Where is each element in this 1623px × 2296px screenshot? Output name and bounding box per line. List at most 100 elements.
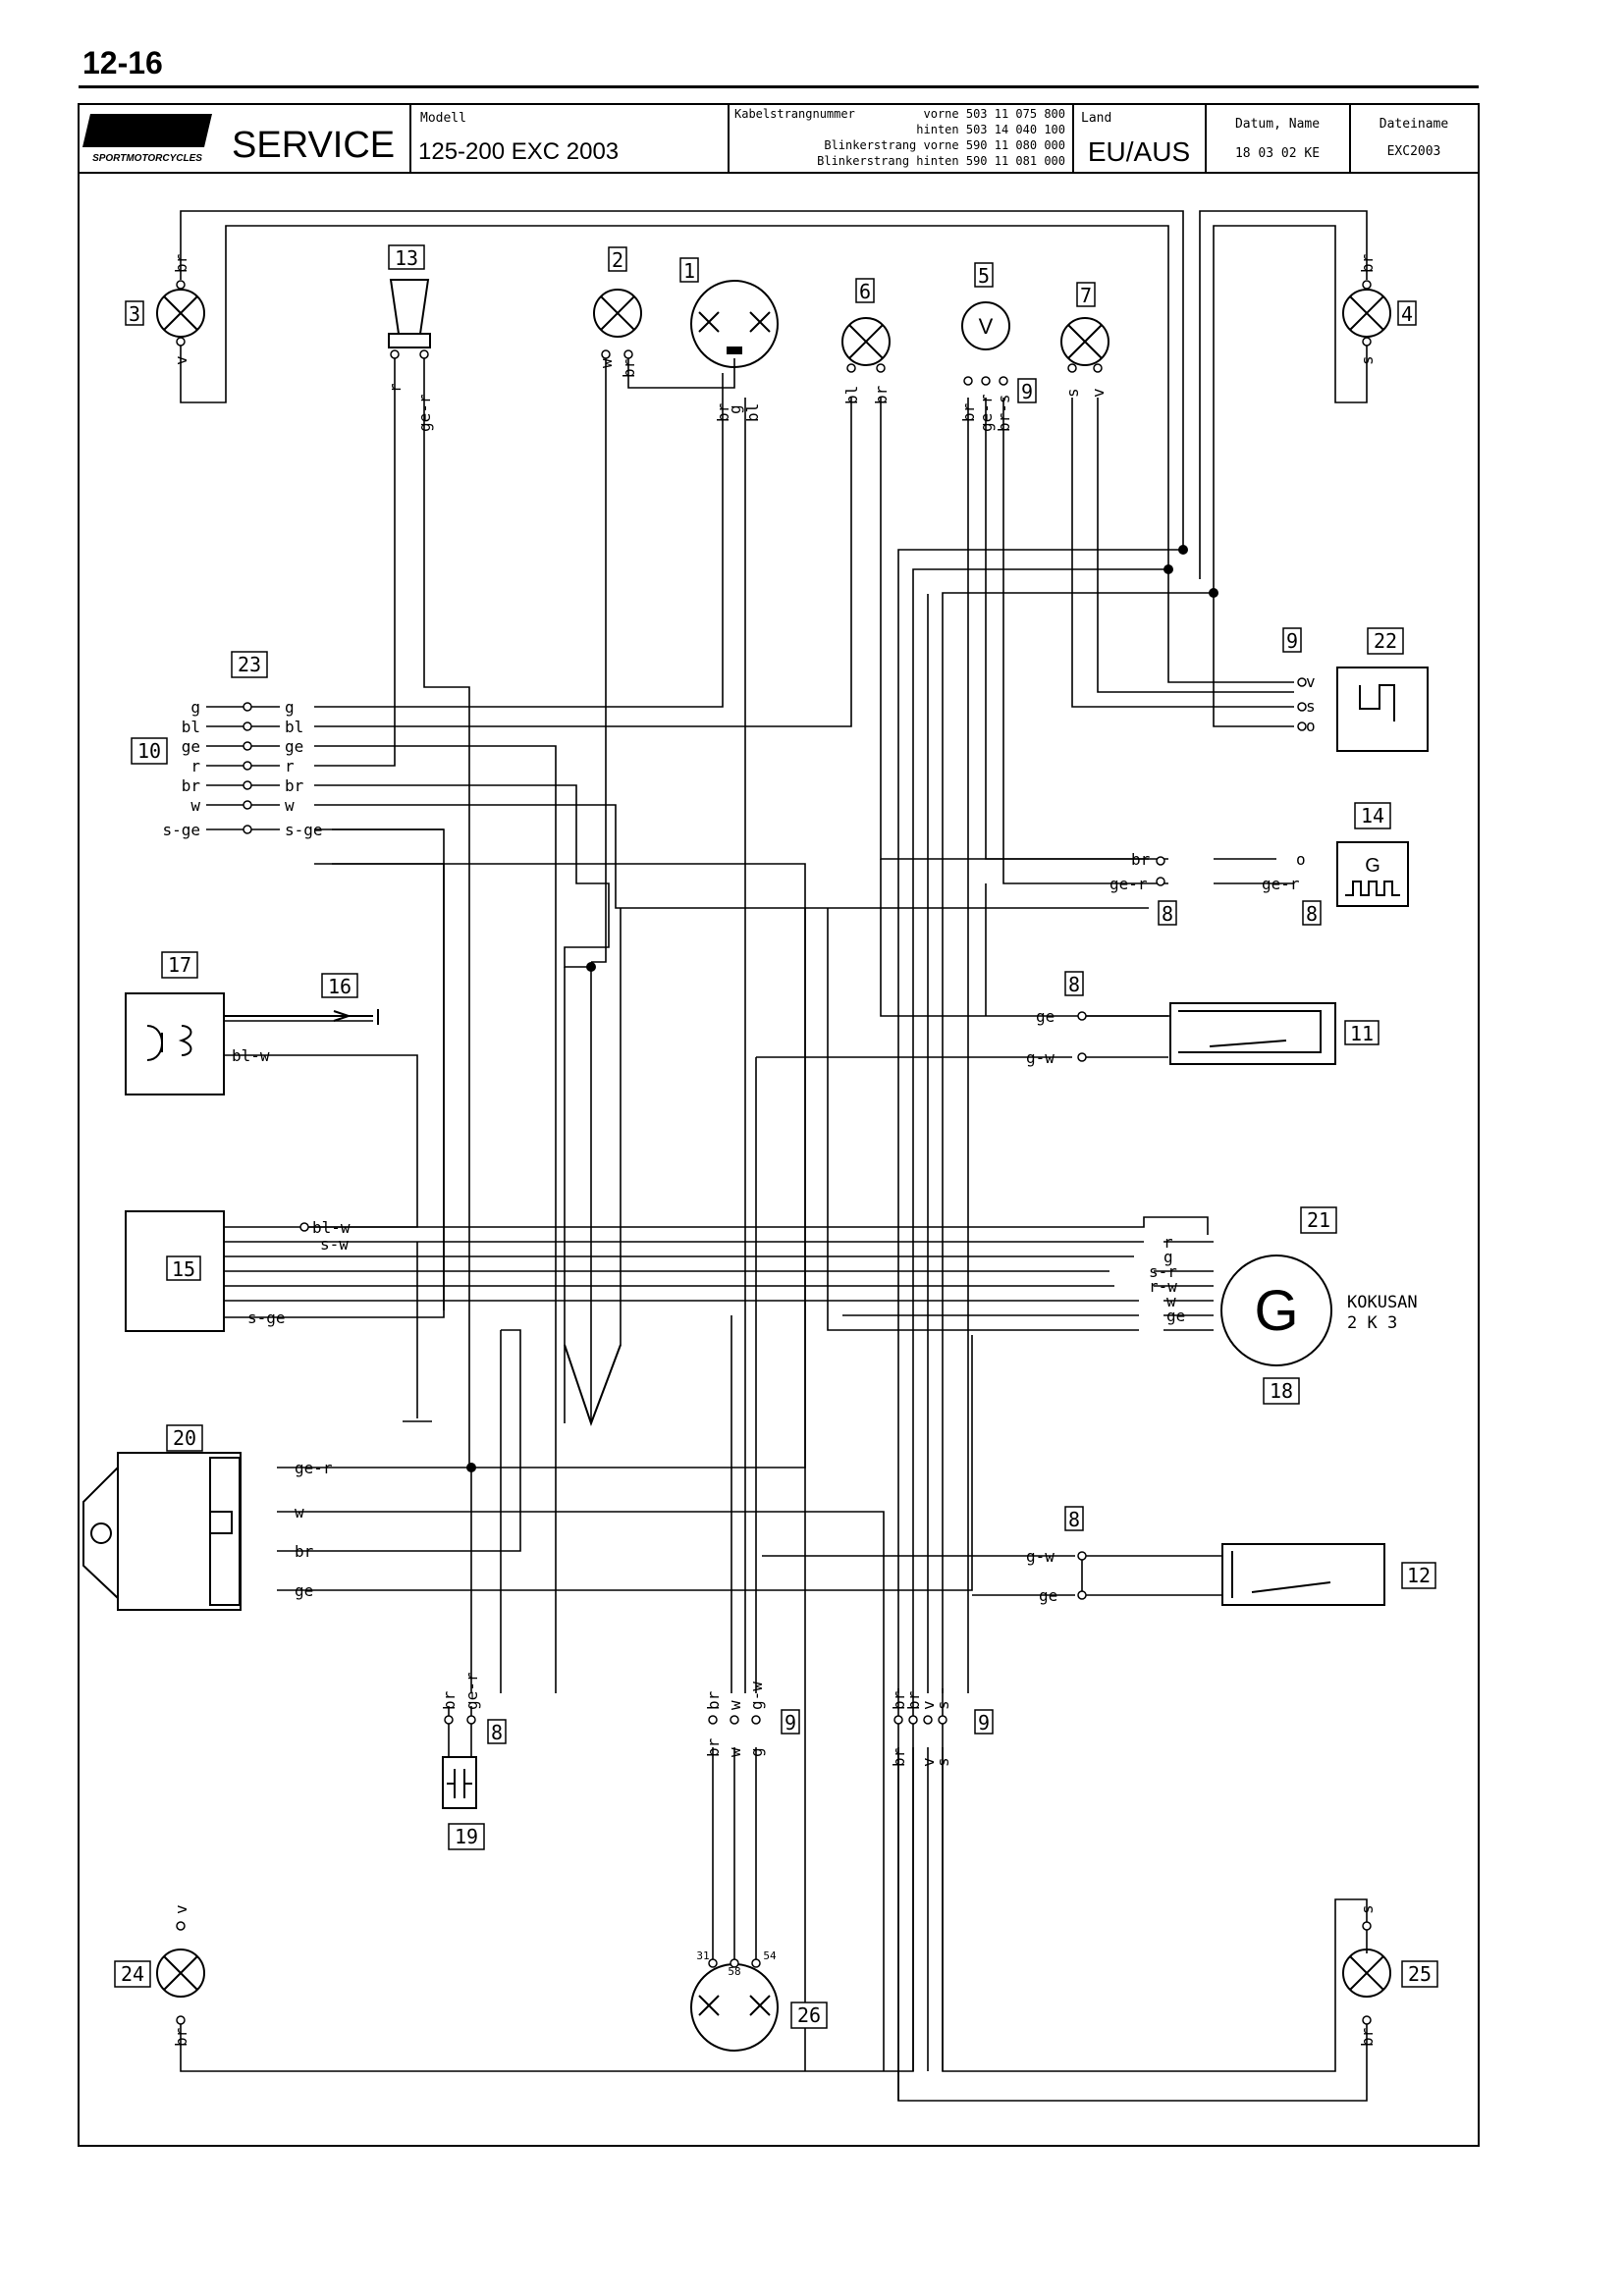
switch-11 <box>1169 1002 1336 1065</box>
number-boxes <box>114 244 1438 2029</box>
c23-right-bl: bl <box>285 718 303 736</box>
w-r-13: r <box>386 383 405 393</box>
w-gw-11: g-w <box>1026 1048 1055 1067</box>
drawing-frame <box>78 103 1480 2147</box>
label-19: 19 <box>455 1825 478 1848</box>
w-br-9a: br <box>704 1690 723 1710</box>
w-ge-20: ge <box>295 1581 313 1600</box>
w-s-4: s <box>1358 355 1377 365</box>
c23-right-w: w <box>285 796 295 815</box>
label-2: 2 <box>612 248 623 272</box>
symbol-labels: V G G KOKUSAN 2 K 3 31 58 54 <box>696 314 1417 1978</box>
w-br-24: br <box>172 2027 190 2047</box>
label-8-e: 8 <box>491 1721 503 1744</box>
pin-31: 31 <box>696 1949 709 1962</box>
svg-text:KTM: KTM <box>111 114 184 151</box>
c23-right-sge: s-ge <box>285 821 323 839</box>
label-25: 25 <box>1408 1962 1432 1986</box>
pin-58: 58 <box>728 1965 740 1978</box>
connector-23-labels: g bl ge r br w s-ge g bl ge r br w s-ge <box>162 698 322 839</box>
service-label: SERVICE <box>232 125 395 166</box>
label-9-speedo: 9 <box>1021 380 1033 403</box>
label-8-a: 8 <box>1162 902 1173 926</box>
c23-right-r: r <box>285 757 295 775</box>
label-16: 16 <box>328 975 352 998</box>
label-4: 4 <box>1401 302 1413 326</box>
w-blw-15: bl-w <box>312 1218 351 1237</box>
label-26: 26 <box>797 2003 821 2027</box>
w-o-22: o <box>1306 717 1316 735</box>
label-8-b: 8 <box>1306 902 1318 926</box>
w-br-25: br <box>1358 2027 1377 2047</box>
generator-g: G <box>1254 1279 1298 1343</box>
w-ger-14: ge-r <box>1109 875 1148 893</box>
svg-text:SPORTMOTORCYCLES: SPORTMOTORCYCLES <box>92 153 202 164</box>
w-w-9a2: w <box>726 1747 744 1757</box>
label-17: 17 <box>168 953 191 977</box>
label-13: 13 <box>395 246 418 270</box>
w-w-9a: w <box>726 1700 744 1710</box>
modell-label: Modell <box>420 111 466 126</box>
w-blw-17: bl-w <box>232 1046 270 1065</box>
c23-left-w: w <box>190 796 200 815</box>
label-20: 20 <box>173 1426 196 1450</box>
w-br-20: br <box>295 1542 314 1561</box>
label-11: 11 <box>1350 1022 1374 1045</box>
connector-23-pins <box>243 702 252 834</box>
label-8-c: 8 <box>1068 973 1080 996</box>
label-3: 3 <box>129 302 140 326</box>
w-g-9a2: g <box>747 1747 766 1757</box>
pickup-14 <box>1336 841 1409 907</box>
w-gw-9a: g-w <box>747 1682 766 1710</box>
label-15: 15 <box>172 1257 195 1281</box>
title-block <box>78 103 1480 2147</box>
w-sge-15: s-ge <box>247 1308 286 1327</box>
kabel-row-3: Blinkerstrang vorne 590 11 080 000 <box>824 138 1065 152</box>
w-g-gen: g <box>1163 1248 1173 1266</box>
w-s-22: s <box>1306 697 1316 716</box>
label-8-d: 8 <box>1068 1508 1080 1531</box>
label-9-relay: 9 <box>1286 629 1298 653</box>
w-ge-gen: ge <box>1166 1307 1185 1325</box>
w-br-9a2: br <box>704 1737 723 1757</box>
stator-17 <box>125 992 225 1095</box>
c23-left-br: br <box>182 776 201 795</box>
headlamp-connector <box>727 347 742 354</box>
w-v-9b: v <box>919 1700 938 1710</box>
w-v-22: v <box>1306 672 1316 691</box>
w-w-20: w <box>295 1503 304 1522</box>
pickup-g: G <box>1365 855 1380 877</box>
land-label: Land <box>1081 111 1111 126</box>
label-9-b: 9 <box>978 1711 990 1735</box>
number-labels: 3 4 13 2 1 6 5 7 9 23 10 9 22 14 8 8 8 1… <box>121 246 1432 2027</box>
w-sw-15: s-w <box>320 1235 349 1254</box>
w-br-4: br <box>1358 253 1377 273</box>
c23-right-g: g <box>285 698 295 717</box>
w-v-7: v <box>1089 388 1108 398</box>
w-o-14: o <box>1296 850 1306 869</box>
datum-value: 18 03 02 KE <box>1235 146 1320 161</box>
component-boxes <box>82 667 1429 1809</box>
switch-12 <box>1221 1543 1385 1606</box>
w-br-3: br <box>172 253 190 273</box>
w-g-1: g <box>726 404 744 414</box>
w-br-6: br <box>872 385 891 404</box>
connector-23-leads <box>206 706 444 830</box>
speedo-v: V <box>979 314 994 339</box>
w-ger-19: ge-r <box>462 1672 481 1710</box>
datei-label: Dateiname <box>1380 117 1449 132</box>
w-w-2: w <box>597 358 616 368</box>
w-br-1: br <box>714 402 732 422</box>
w-gw-12: g-w <box>1026 1547 1055 1566</box>
w-v-3: v <box>172 355 190 365</box>
w-r-gen: r <box>1163 1233 1173 1252</box>
capacitor-19 <box>442 1756 477 1809</box>
kabel-label: Kabelstrangnummer <box>734 107 855 121</box>
w-s-9b: s <box>934 1700 952 1710</box>
page-number: 12-16 <box>82 45 163 80</box>
label-18: 18 <box>1270 1379 1293 1403</box>
c23-left-bl: bl <box>182 718 200 736</box>
w-brs-5: br-s <box>995 394 1013 432</box>
w-sr-gen: s-r <box>1149 1262 1177 1281</box>
c23-left-sge: s-ge <box>162 821 200 839</box>
